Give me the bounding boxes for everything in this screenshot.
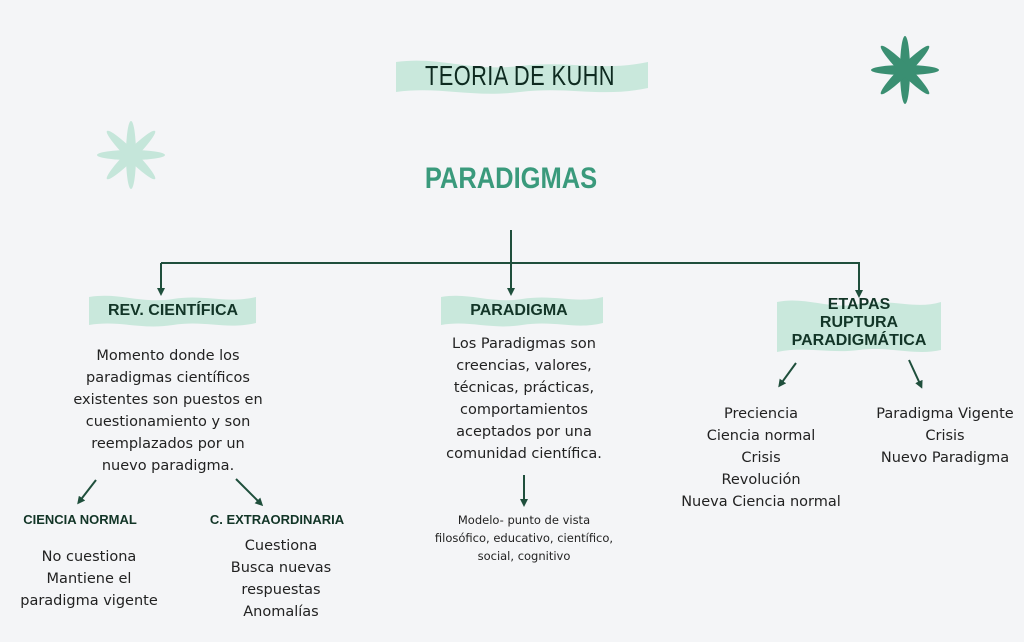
text-line: comportamientos — [460, 402, 588, 418]
text-line: aceptados por una — [456, 424, 592, 440]
list-item: respuestas — [241, 582, 321, 598]
paradigma-band — [441, 295, 603, 327]
list-item: Ciencia normal — [706, 428, 816, 444]
list-item: Anomalías — [243, 604, 319, 620]
etapas-list-left: Preciencia Ciencia normal Crisis Revoluc… — [681, 403, 841, 513]
list-item: Revolución — [721, 472, 801, 488]
list-item: Preciencia — [723, 406, 799, 422]
heading-line: RUPTURA — [819, 314, 899, 331]
paradigma-description: Los Paradigmas son creencias, valores, t… — [446, 333, 602, 465]
text-line: filosófico, educativo, científico, — [434, 531, 614, 545]
rev-cientifica-description: Momento donde los paradigmas científicos… — [73, 345, 262, 477]
text-line: reemplazados por un — [91, 436, 245, 452]
list-item: Crisis — [741, 450, 781, 466]
title-band — [396, 60, 648, 94]
arrow-etapas-left — [778, 362, 797, 388]
text-line: creencias, valores, — [456, 358, 592, 374]
extraordinaria-list: Cuestiona Busca nuevas respuestas Anomal… — [231, 535, 331, 623]
list-item: Cuestiona — [244, 538, 318, 554]
heading-line: ETAPAS — [827, 296, 891, 313]
text-line: existentes son puestos en — [73, 392, 263, 408]
list-item: Paradigma Vigente — [876, 406, 1014, 422]
list-item: Crisis — [925, 428, 965, 444]
text-line: Momento donde los — [96, 348, 240, 364]
extraordinaria-heading: C. EXTRAORDINARIA — [209, 512, 345, 527]
arrow-ciencia-normal — [77, 479, 97, 505]
text-line: Modelo- punto de vista — [457, 513, 591, 527]
arrow-extraordinaria — [235, 478, 264, 507]
rev-cientifica-band — [89, 295, 256, 327]
etapas-list-right: Paradigma Vigente Crisis Nuevo Paradigma — [876, 403, 1013, 469]
text-line: nuevo paradigma. — [101, 458, 235, 474]
text-line: cuestionamiento y son — [85, 414, 251, 430]
etapas-band — [777, 300, 941, 352]
star-icon-dark — [871, 36, 939, 104]
list-item: paradigma vigente — [20, 593, 158, 609]
main-topic: PARADIGMAS — [424, 162, 598, 195]
list-item: Busca nuevas — [230, 560, 332, 576]
list-item: Mantiene el — [46, 571, 132, 587]
text-line: técnicas, prácticas, — [453, 380, 595, 396]
page-title: TEORIA DE KUHN — [425, 60, 615, 91]
rev-cientifica-heading: REV. CIENTÍFICA — [107, 302, 239, 319]
ciencia-normal-heading: CIENCIA NORMAL — [23, 512, 137, 527]
paradigma-heading: PARADIGMA — [470, 302, 568, 319]
etapas-heading: ETAPAS RUPTURA PARADIGMÁTICA — [792, 296, 927, 350]
list-item: No cuestiona — [41, 549, 137, 565]
text-line: social, cognitivo — [477, 549, 571, 563]
text-line: Los Paradigmas son — [452, 336, 596, 352]
star-icon-light — [97, 121, 165, 189]
list-item: Nuevo Paradigma — [880, 450, 1010, 466]
paradigma-note: Modelo- punto de vista filosófico, educa… — [435, 511, 613, 565]
text-line: comunidad científica. — [446, 446, 602, 462]
text-line: paradigmas científicos — [86, 370, 250, 386]
arrow-etapas-right — [908, 359, 923, 389]
heading-line: PARADIGMÁTICA — [791, 332, 927, 349]
list-item: Nueva Ciencia normal — [681, 494, 841, 510]
ciencia-normal-list: No cuestiona Mantiene el paradigma vigen… — [20, 546, 158, 612]
